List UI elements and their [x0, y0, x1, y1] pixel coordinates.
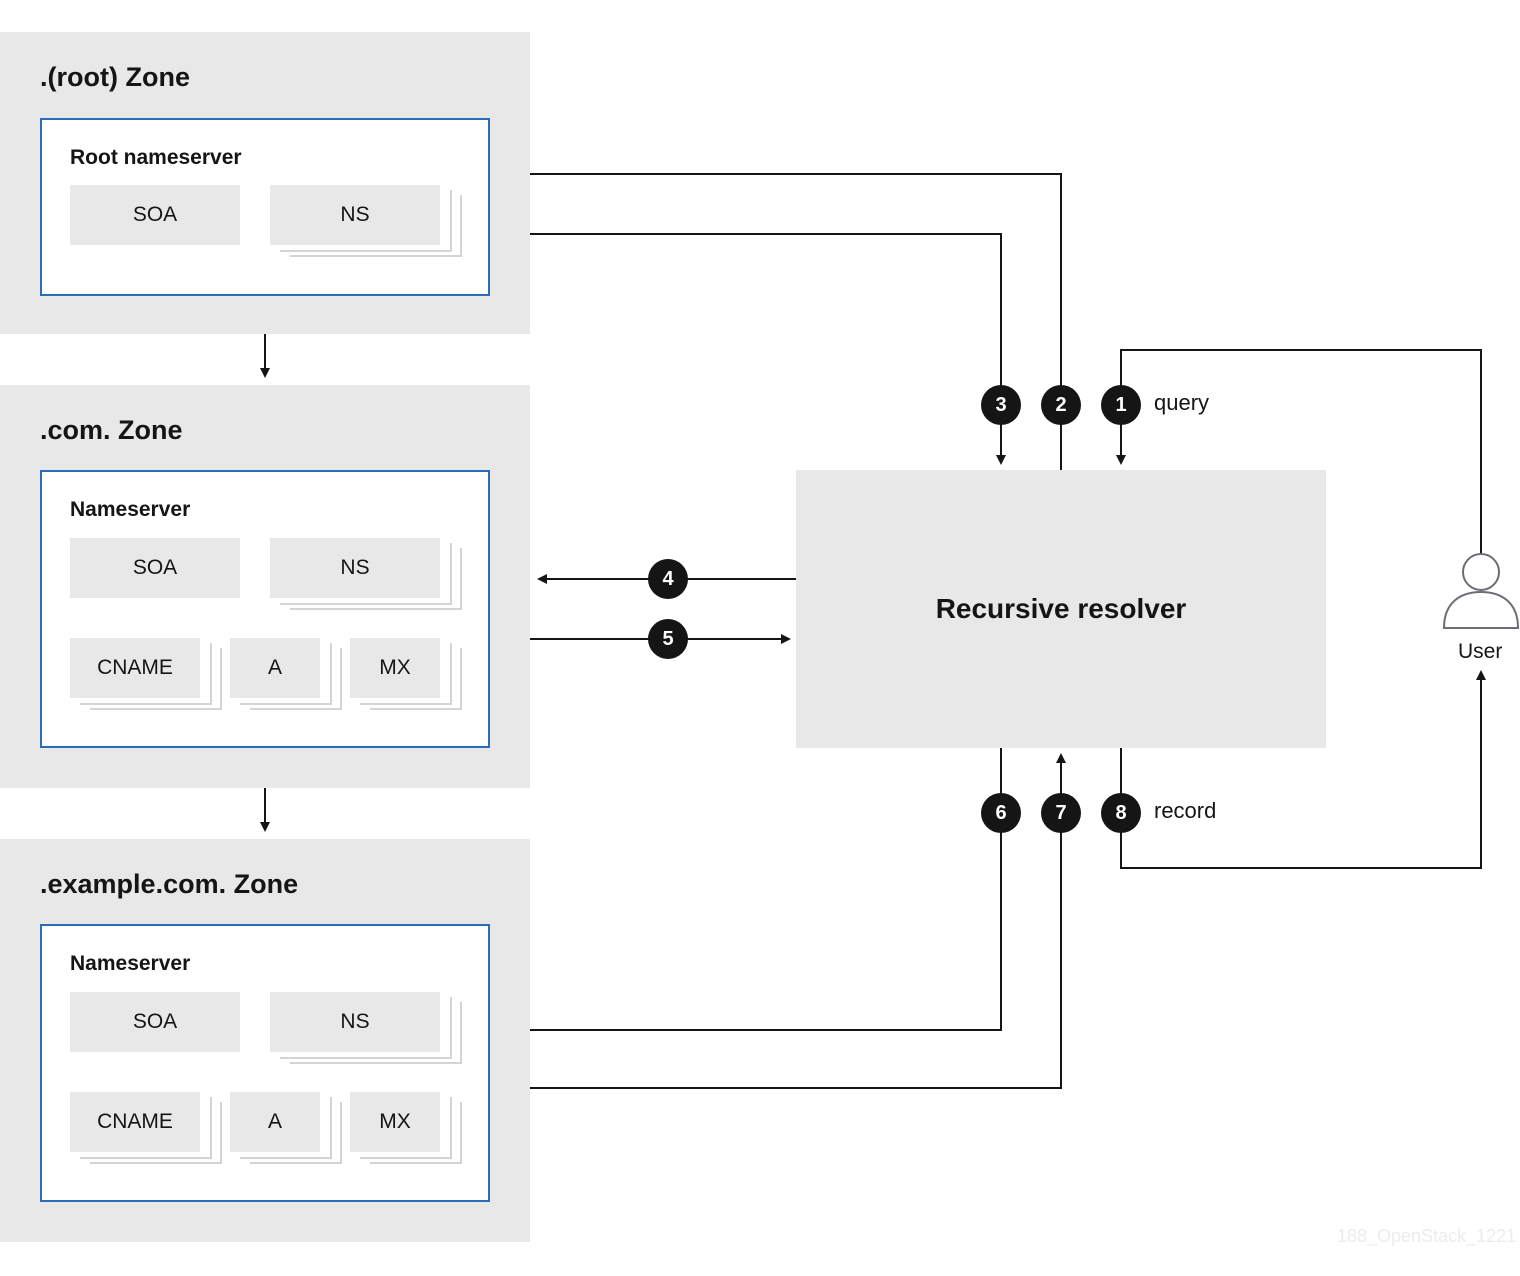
- com-nameserver-box: Nameserver SOA NS CNAME A MX: [40, 470, 490, 748]
- step-label-record: record: [1154, 798, 1217, 823]
- record-stack-shadow: [250, 648, 342, 710]
- record-stack-shadow: [240, 1097, 332, 1159]
- record-stack-shadow: [290, 548, 462, 610]
- record-stack-shadow: [290, 1002, 462, 1064]
- step-6-line: [495, 748, 1002, 1035]
- record-stack-shadow: [370, 648, 462, 710]
- record-ns: NS: [270, 185, 440, 245]
- record-ns: NS: [270, 992, 440, 1052]
- record-soa: SOA: [70, 992, 240, 1052]
- record-stack-shadow: [280, 543, 452, 605]
- record-stack-shadow: [240, 643, 332, 705]
- step-badge-2: 2: [1041, 385, 1081, 425]
- zone-title: .com. Zone: [40, 415, 183, 445]
- record-ns: NS: [270, 538, 440, 598]
- record-soa: SOA: [70, 185, 240, 245]
- root-zone: .(root) Zone Root nameserver SOA NS: [0, 32, 530, 334]
- record-stack-shadow: [370, 1102, 462, 1164]
- step-7-line: [488, 753, 1066, 1089]
- step-label-query: query: [1154, 390, 1210, 415]
- nameserver-title: Nameserver: [70, 498, 191, 521]
- recursive-resolver: Recursive resolver: [796, 470, 1326, 748]
- step-badge-3: 3: [981, 385, 1021, 425]
- nameserver-title: Nameserver: [70, 952, 191, 975]
- example-com-zone: .example.com. Zone Nameserver SOA NS CNA…: [0, 839, 530, 1242]
- zone-title: .(root) Zone: [40, 62, 190, 92]
- watermark: 188_OpenStack_1221: [1337, 1226, 1517, 1246]
- step-badge-1: 1: [1101, 385, 1141, 425]
- example-com-nameserver-box: Nameserver SOA NS CNAME A MX: [40, 924, 490, 1202]
- record-stack-shadow: [280, 997, 452, 1059]
- record-stack-shadow: [360, 643, 452, 705]
- record-stack-shadow: [80, 643, 212, 705]
- nameserver-title: Root nameserver: [70, 146, 242, 169]
- step-badge-4: 4: [648, 559, 688, 599]
- user-label: User: [1458, 640, 1503, 663]
- record-a: A: [230, 638, 320, 698]
- record-stack-shadow: [360, 1097, 452, 1159]
- record-mx: MX: [350, 1092, 440, 1152]
- com-zone: .com. Zone Nameserver SOA NS CNAME A MX: [0, 385, 530, 788]
- step-badge-7: 7: [1041, 793, 1081, 833]
- record-stack-shadow: [250, 1102, 342, 1164]
- step-badge-5: 5: [648, 619, 688, 659]
- record-stack-shadow: [280, 190, 452, 252]
- record-mx: MX: [350, 638, 440, 698]
- record-cname: CNAME: [70, 638, 200, 698]
- record-stack-shadow: [290, 195, 462, 257]
- record-stack-shadow: [90, 648, 222, 710]
- step-3-line: [488, 233, 1006, 465]
- step-2-line: [495, 169, 1062, 470]
- record-a: A: [230, 1092, 320, 1152]
- step-badge-6: 6: [981, 793, 1021, 833]
- record-stack-shadow: [90, 1102, 222, 1164]
- user-icon: [1442, 553, 1520, 629]
- zone-title: .example.com. Zone: [40, 869, 299, 899]
- root-nameserver-box: Root nameserver SOA NS: [40, 118, 490, 296]
- record-soa: SOA: [70, 538, 240, 598]
- step-badge-8: 8: [1101, 793, 1141, 833]
- record-stack-shadow: [80, 1097, 212, 1159]
- record-cname: CNAME: [70, 1092, 200, 1152]
